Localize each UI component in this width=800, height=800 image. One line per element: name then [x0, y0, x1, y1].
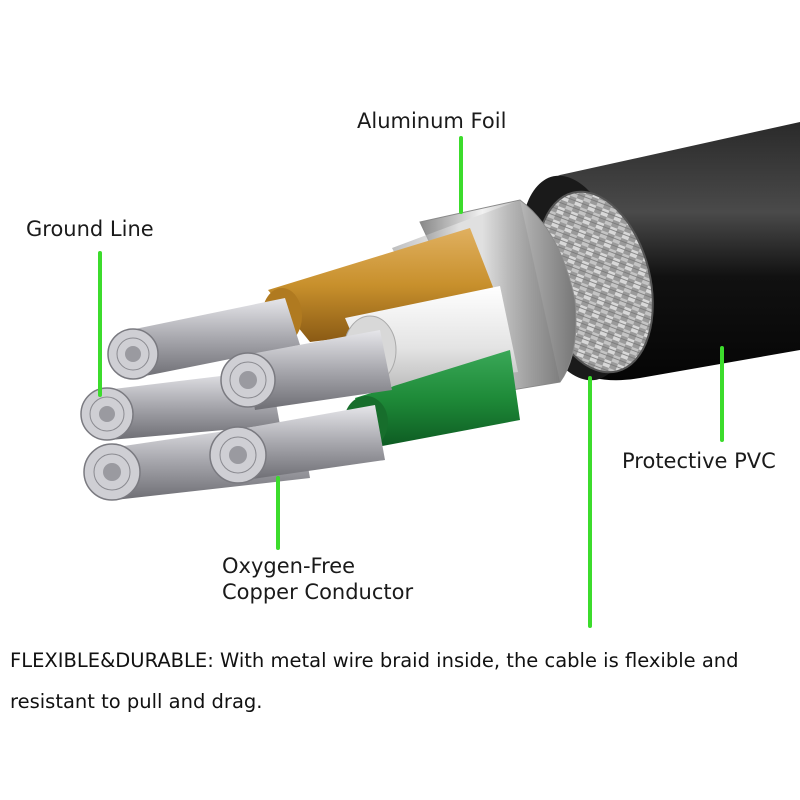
protective-pvc-label: Protective PVC — [622, 448, 776, 474]
copper-conductor-label-line2: Copper Conductor — [222, 579, 413, 605]
ground-line-label: Ground Line — [26, 216, 154, 242]
caption-heading: FLEXIBLE&DURABLE: — [10, 649, 214, 672]
aluminum-foil-label: Aluminum Foil — [357, 108, 506, 134]
copper-conductor-label: Oxygen-Free Copper Conductor — [222, 553, 413, 605]
feature-caption: FLEXIBLE&DURABLE: With metal wire braid … — [10, 640, 780, 722]
copper-conductor-label-line1: Oxygen-Free — [222, 553, 413, 579]
